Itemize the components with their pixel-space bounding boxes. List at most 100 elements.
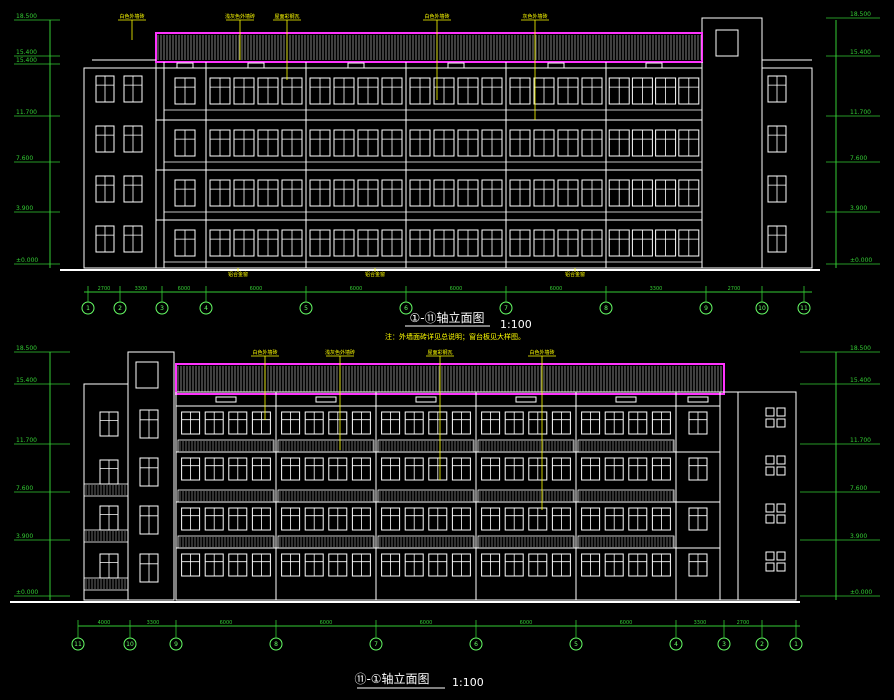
level-mark: 7.600 xyxy=(850,155,867,162)
level-mark: 11.700 xyxy=(16,109,37,116)
axis-label: 4 xyxy=(674,641,678,648)
level-mark: 15.400 xyxy=(850,49,871,56)
axis-label: 3 xyxy=(722,641,726,648)
square-window xyxy=(776,455,786,465)
balcony-railing xyxy=(377,439,475,453)
dim-text: 6000 xyxy=(220,620,233,626)
axis-label: 1 xyxy=(86,305,90,312)
balcony-railing xyxy=(477,535,575,549)
dim-text: 6000 xyxy=(420,620,433,626)
roof xyxy=(175,363,725,395)
balcony-railing xyxy=(377,535,475,549)
axis-label: 2 xyxy=(118,305,122,312)
dim-text: 3300 xyxy=(694,620,707,626)
square-window xyxy=(765,407,775,417)
axis-label: 6 xyxy=(404,305,408,312)
roof-vent xyxy=(687,396,709,403)
dim-text: 6000 xyxy=(520,620,533,626)
axis-label: 9 xyxy=(174,641,178,648)
square-window xyxy=(765,466,775,476)
balcony-railing xyxy=(177,535,275,549)
level-mark: 3.900 xyxy=(16,533,33,540)
right-tower xyxy=(737,391,797,601)
level-mark: 15.400 xyxy=(16,377,37,384)
axis-label: 9 xyxy=(704,305,708,312)
axis-label: 1 xyxy=(794,641,798,648)
balcony-railing xyxy=(277,489,375,503)
square-window xyxy=(776,514,786,524)
right-tower xyxy=(761,67,813,269)
level-mark: ±0.000 xyxy=(850,589,872,596)
main-block xyxy=(155,61,703,269)
square-window xyxy=(765,562,775,572)
axis-label: 4 xyxy=(204,305,208,312)
level-mark: ±0.000 xyxy=(16,589,38,596)
roof-vent xyxy=(547,62,565,69)
level-mark: ±0.000 xyxy=(850,257,872,264)
level-mark: 7.600 xyxy=(16,155,33,162)
dim-text: 6000 xyxy=(178,286,191,292)
square-window xyxy=(776,418,786,428)
dim-text: 6000 xyxy=(250,286,263,292)
dim-text: 2700 xyxy=(728,286,741,292)
callout-text: 浅灰色外墙砖 xyxy=(225,13,255,20)
right-tower-window xyxy=(715,29,739,57)
roof xyxy=(155,32,703,63)
dim-text: 6000 xyxy=(320,620,333,626)
balcony-railing xyxy=(177,489,275,503)
balcony-railing xyxy=(83,529,129,543)
balcony-railing xyxy=(83,577,129,591)
square-window xyxy=(765,455,775,465)
square-window xyxy=(776,503,786,513)
axis-label: 11 xyxy=(800,305,808,312)
roof-vent xyxy=(315,396,337,403)
balcony-railing xyxy=(577,489,675,503)
roof-vent xyxy=(215,396,237,403)
balcony-railing xyxy=(577,439,675,453)
dim-text: 3300 xyxy=(650,286,663,292)
dim-text: 3300 xyxy=(135,286,148,292)
dim-text: 6000 xyxy=(620,620,633,626)
callout-text: 铝合金窗 xyxy=(365,271,385,278)
axis-label: 6 xyxy=(474,641,478,648)
axis-label: 5 xyxy=(574,641,578,648)
upper-elevation: 18.500 15.400 15.400 11.700 7.600 3.900 ±0.000… xyxy=(14,11,880,315)
roof-vent xyxy=(515,396,537,403)
callout-text: 浅灰色外墙砖 xyxy=(325,349,355,356)
balcony-railing xyxy=(277,439,375,453)
roof-vent xyxy=(447,62,465,69)
upper-elevation-note: 注：外墙面砖详见总说明；窗台板见大样图。 xyxy=(385,332,525,341)
dim-text: 2700 xyxy=(737,620,750,626)
roof-vent xyxy=(615,396,637,403)
square-window xyxy=(765,551,775,561)
level-mark: 18.500 xyxy=(850,11,871,18)
callout-text: 白色外墙砖 xyxy=(424,13,449,20)
level-mark: 7.600 xyxy=(850,485,867,492)
level-mark: 11.700 xyxy=(850,109,871,116)
balcony-railing xyxy=(477,489,575,503)
level-mark: 3.900 xyxy=(850,205,867,212)
roof-vent xyxy=(415,396,437,403)
square-window xyxy=(776,407,786,417)
level-mark: 18.500 xyxy=(16,345,37,352)
callout-text: 屋面彩钢瓦 xyxy=(427,349,452,356)
square-window xyxy=(776,466,786,476)
roof-vent xyxy=(645,62,663,69)
lower-elevation-scale: 1:100 xyxy=(452,676,484,689)
left-tower xyxy=(127,351,175,601)
callout-text: 白色外墙砖 xyxy=(529,349,554,356)
roof-vent xyxy=(347,62,365,69)
axis-label: 11 xyxy=(74,641,82,648)
square-window xyxy=(776,562,786,572)
level-mark: ±0.000 xyxy=(16,257,38,264)
square-window xyxy=(765,503,775,513)
upper-elevation-scale: 1:100 xyxy=(500,318,532,331)
level-mark: 15.400 xyxy=(16,57,37,64)
level-mark: 11.700 xyxy=(850,437,871,444)
balcony-railing xyxy=(577,535,675,549)
level-mark: 15.400 xyxy=(850,377,871,384)
left-tower-top-window xyxy=(135,361,159,389)
main-block xyxy=(175,391,721,601)
square-window xyxy=(765,514,775,524)
